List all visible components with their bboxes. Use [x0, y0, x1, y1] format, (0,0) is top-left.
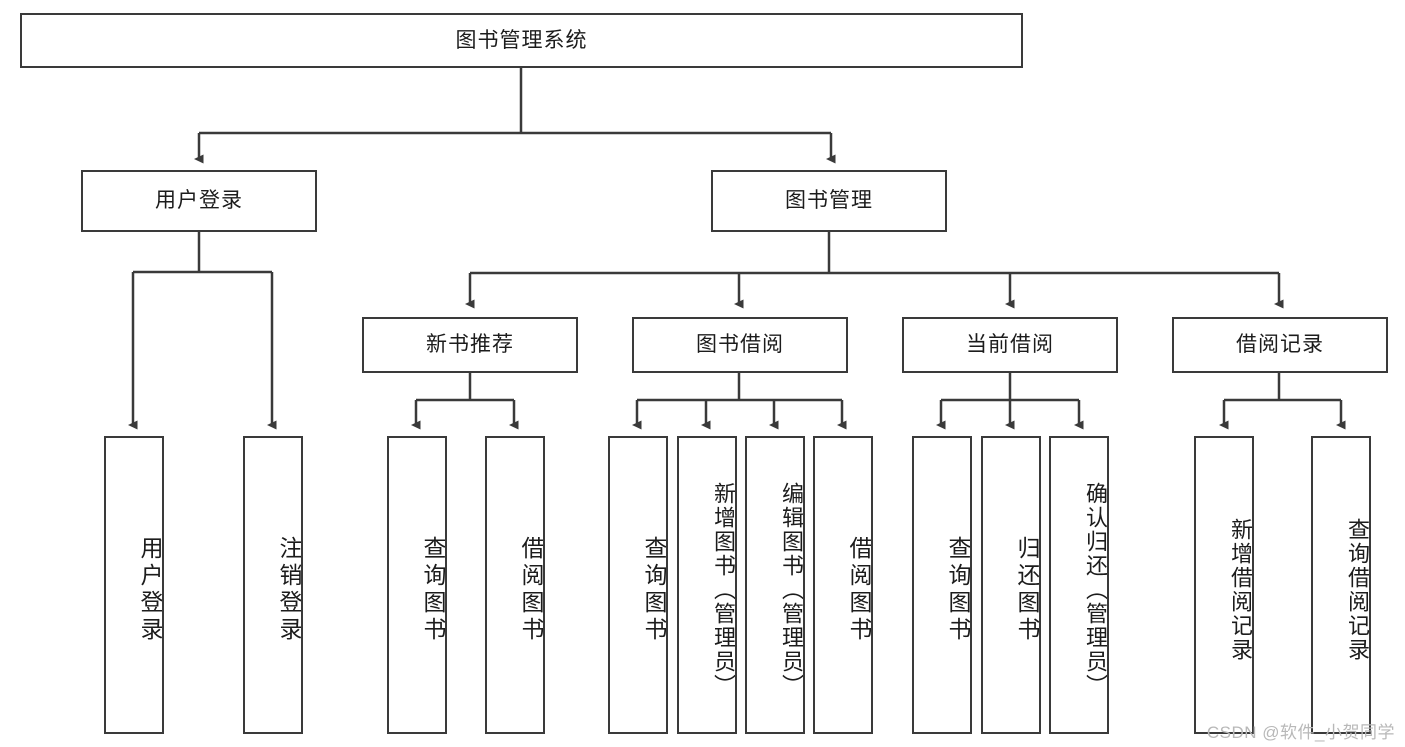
leaf-borrow-book-recommend[interactable]: 借阅图书: [485, 436, 545, 734]
node-book-borrow[interactable]: 图书借阅: [632, 317, 848, 373]
node-root-system[interactable]: 图书管理系统: [20, 13, 1023, 68]
node-current-borrow[interactable]: 当前借阅: [902, 317, 1118, 373]
node-user-login[interactable]: 用户登录: [81, 170, 317, 232]
leaf-return-book[interactable]: 归还图书: [981, 436, 1041, 734]
leaf-add-book-admin[interactable]: 新增图书（管理员）: [677, 436, 737, 734]
leaf-logout[interactable]: 注销登录: [243, 436, 303, 734]
leaf-confirm-return-admin[interactable]: 确认归还（管理员）: [1049, 436, 1109, 734]
leaf-query-book-current[interactable]: 查询图书: [912, 436, 972, 734]
leaf-query-borrow-record[interactable]: 查询借阅记录: [1311, 436, 1371, 734]
leaf-user-login[interactable]: 用户登录: [104, 436, 164, 734]
leaf-borrow-book[interactable]: 借阅图书: [813, 436, 873, 734]
leaf-add-borrow-record[interactable]: 新增借阅记录: [1194, 436, 1254, 734]
node-borrow-record[interactable]: 借阅记录: [1172, 317, 1388, 373]
leaf-edit-book-admin[interactable]: 编辑图书（管理员）: [745, 436, 805, 734]
watermark-text: CSDN @软件_小贺同学: [1206, 723, 1395, 742]
leaf-query-book-borrow[interactable]: 查询图书: [608, 436, 668, 734]
leaf-query-book-recommend[interactable]: 查询图书: [387, 436, 447, 734]
node-new-book-recommend[interactable]: 新书推荐: [362, 317, 578, 373]
node-book-management[interactable]: 图书管理: [711, 170, 947, 232]
